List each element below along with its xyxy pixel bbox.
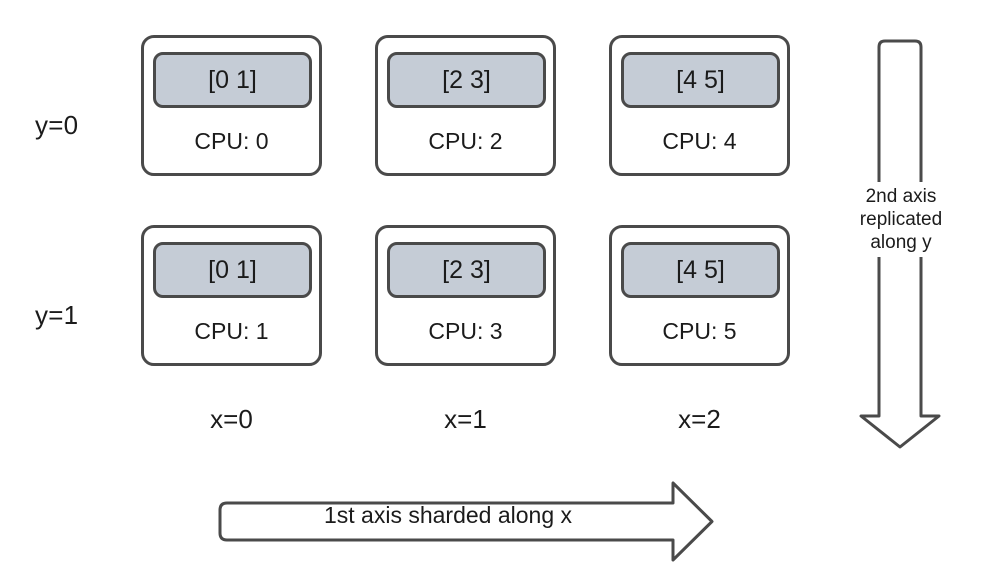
col-label-x2: x=2 xyxy=(678,404,721,434)
cpu-label: CPU: 2 xyxy=(428,128,503,154)
shard-chip: [2 3] xyxy=(387,52,546,108)
col-label-x0: x=0 xyxy=(210,404,253,434)
horizontal-arrow-caption: 1st axis sharded along x xyxy=(323,502,573,528)
vertical-caption-line-3: along y xyxy=(870,232,932,253)
shard-label: [4 5] xyxy=(676,65,725,94)
shard-label: [2 3] xyxy=(442,65,491,94)
cpu-label: CPU: 5 xyxy=(662,318,737,344)
device-card[interactable]: [4 5] CPU: 5 xyxy=(609,225,790,366)
vertical-arrow-caption: 2nd axis replicated along y xyxy=(838,182,964,257)
device-card[interactable]: [0 1] CPU: 1 xyxy=(141,225,322,366)
row-label-y1: y=1 xyxy=(35,300,79,330)
shard-label: [0 1] xyxy=(208,255,257,284)
shard-label: [0 1] xyxy=(208,65,257,94)
vertical-caption-line-2: replicated xyxy=(859,209,943,230)
shard-chip: [4 5] xyxy=(621,52,780,108)
device-card[interactable]: [2 3] CPU: 2 xyxy=(375,35,556,176)
vertical-caption-line-1: 2nd axis xyxy=(865,186,937,207)
cpu-label: CPU: 4 xyxy=(662,128,737,154)
device-card[interactable]: [0 1] CPU: 0 xyxy=(141,35,322,176)
shard-label: [2 3] xyxy=(442,255,491,284)
shard-label: [4 5] xyxy=(676,255,725,284)
col-label-x1: x=1 xyxy=(444,404,487,434)
cpu-label: CPU: 0 xyxy=(194,128,269,154)
device-card[interactable]: [2 3] CPU: 3 xyxy=(375,225,556,366)
shard-chip: [2 3] xyxy=(387,242,546,298)
shard-chip: [0 1] xyxy=(153,242,312,298)
shard-chip: [4 5] xyxy=(621,242,780,298)
cpu-label: CPU: 1 xyxy=(194,318,269,344)
cpu-label: CPU: 3 xyxy=(428,318,503,344)
shard-chip: [0 1] xyxy=(153,52,312,108)
device-card[interactable]: [4 5] CPU: 4 xyxy=(609,35,790,176)
arrow-right-icon xyxy=(218,481,714,562)
row-label-y0: y=0 xyxy=(35,110,79,140)
